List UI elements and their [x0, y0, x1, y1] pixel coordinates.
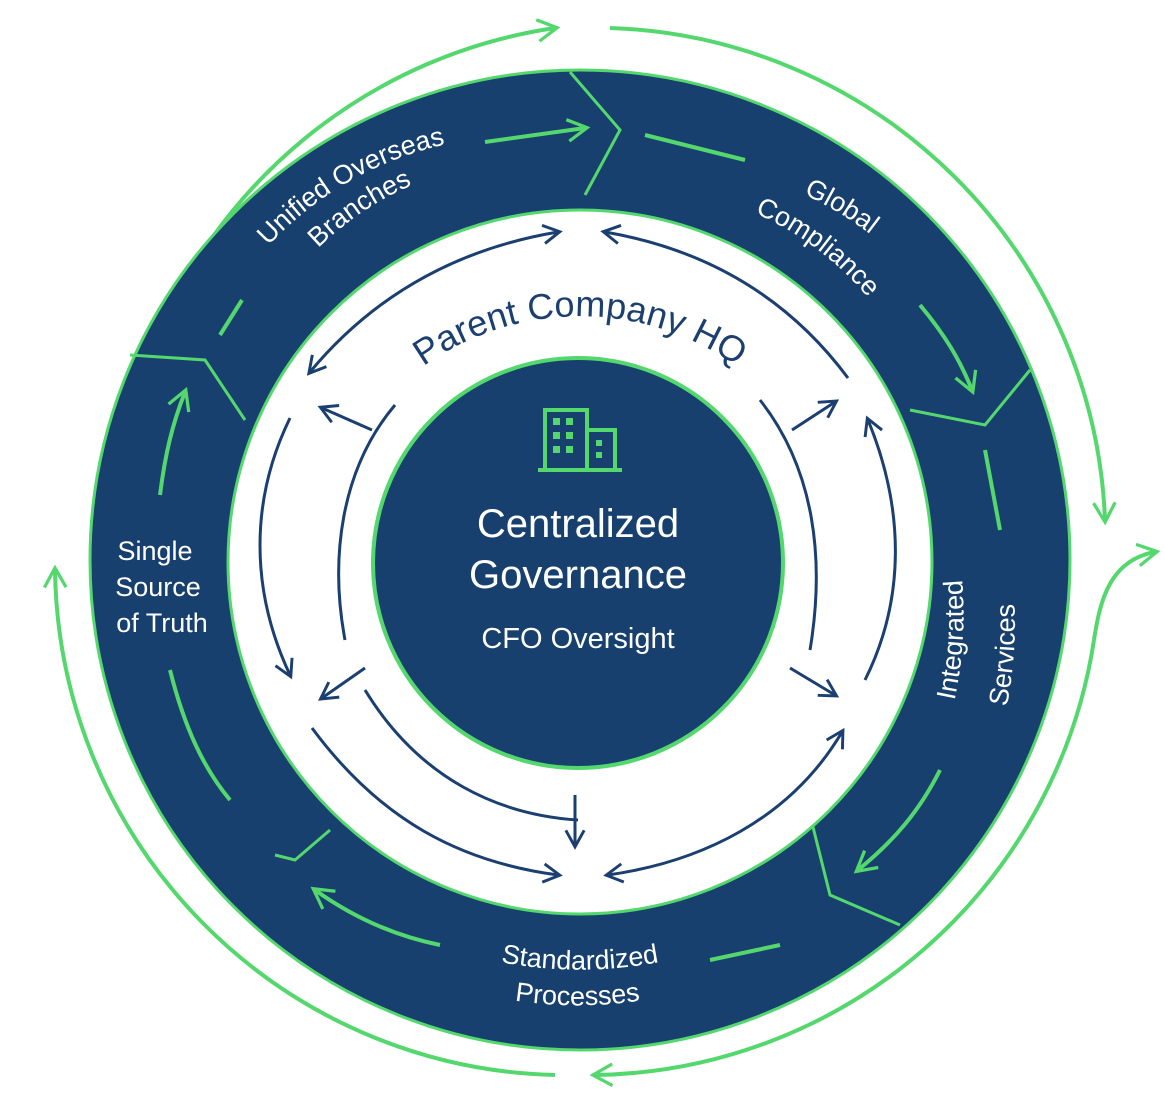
center-circle [371, 356, 785, 770]
hq-arrow-top-right [600, 224, 850, 379]
hq-spoke-nw [317, 404, 373, 432]
divider-bottom-left [274, 828, 331, 862]
center-subtitle: CFO Oversight [481, 623, 674, 655]
center-title-line1: Centralized [477, 502, 679, 546]
outer-arrow-right-branch [1092, 542, 1161, 641]
hq-inner-arc-left [337, 404, 397, 641]
building-icon [538, 408, 622, 472]
ring-arrow-compliance [918, 303, 978, 396]
hq-spoke-ne [791, 399, 840, 432]
divider-left [129, 353, 247, 421]
hq-inner-arc-right [758, 399, 818, 651]
ring-dash-processes-right [709, 943, 781, 962]
center-title-line2: Governance [469, 553, 687, 597]
hq-ring-arrows [258, 223, 897, 884]
hq-arrow-left [258, 417, 294, 680]
ring-dash-services [983, 449, 1002, 531]
segment-truth-line3: of Truth [116, 608, 208, 638]
ring-arrow-processes [310, 886, 441, 947]
hq-arrow-bottom-right [603, 727, 845, 884]
segment-truth-line1: Single [117, 536, 192, 566]
hq-spoke-sw [318, 666, 366, 701]
hq-arrow-right [863, 415, 897, 681]
hq-arrow-bottom-left [310, 727, 563, 884]
hq-arrow-top-left [306, 223, 563, 376]
segment-processes-line2: Processes [514, 977, 641, 1011]
ring-dash-unified [218, 298, 244, 337]
ring-dash-top-right [644, 133, 746, 162]
ring-dash-truth [168, 669, 232, 802]
outer-arrow-bottom [589, 639, 1096, 1088]
ring-arrow-truth [158, 386, 191, 496]
hq-spoke-se [789, 666, 840, 698]
divider-right [909, 369, 1032, 427]
ring-arrow-services [853, 769, 942, 874]
outer-cycle-arrows [42, 18, 1161, 1088]
outer-ring-green-edge [88, 68, 1072, 1052]
hq-inner-arc-bottom [363, 689, 579, 822]
outer-arrow-top-right [609, 26, 1117, 526]
outer-arrow-left [42, 564, 556, 1077]
segment-truth-line2: Source [115, 572, 201, 602]
ring-arrow-unified [484, 118, 591, 144]
ring-inner-arrows [158, 118, 1002, 962]
divider-top [568, 71, 622, 196]
